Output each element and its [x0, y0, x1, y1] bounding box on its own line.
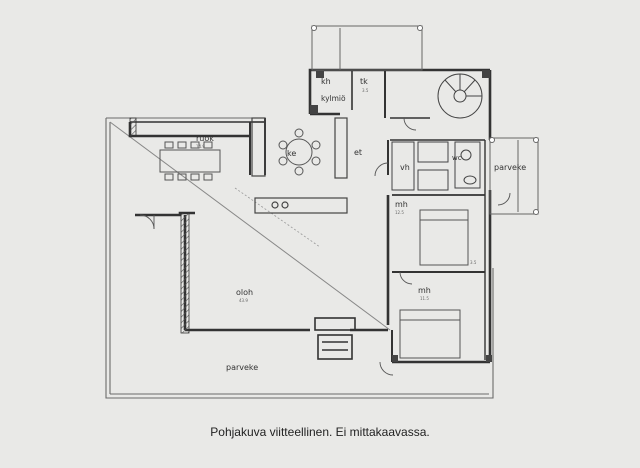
- room-area-mh-lower: 11.5: [420, 296, 429, 301]
- room-label-mh-upper: mh: [395, 200, 408, 209]
- room-label-mh-lower: mh: [418, 286, 431, 295]
- room-label-vh: vh: [400, 163, 410, 172]
- plan-caption: Pohjakuva viitteellinen. Ei mittakaavass…: [210, 425, 430, 439]
- kitchen-counters: [251, 117, 348, 214]
- room-area-mh-upper-right: 3.5: [470, 260, 477, 265]
- room-label-parveke-bottom: parveke: [226, 363, 258, 372]
- room-label-kh: kh: [321, 77, 331, 86]
- room-label-parveke-right: parveke: [494, 163, 526, 172]
- room-label-et: et: [354, 148, 362, 157]
- room-label-kylmio: kylmiö: [321, 94, 346, 103]
- room-area-mh-upper: 12.5: [395, 210, 404, 215]
- room-label-ruok: ruok: [196, 134, 214, 143]
- round-table: [278, 128, 321, 176]
- room-area-ruok: 14.9: [196, 144, 205, 149]
- upper-balcony: [311, 25, 423, 71]
- door-swings: [139, 117, 511, 376]
- bath-fixtures: [391, 141, 481, 191]
- room-label-ke: ke: [287, 149, 296, 158]
- column-hatch: [180, 212, 190, 334]
- room-label-oloh: oloh: [236, 288, 253, 297]
- room-label-wc: wc: [452, 154, 462, 162]
- spiral-stair: [437, 73, 483, 119]
- room-area-oloh: 43.9: [239, 298, 248, 303]
- floor-plan: kh kylmiö tk 3.5 ruok 14.9 ke et vh wc p…: [105, 25, 539, 399]
- fireplace: [314, 317, 356, 360]
- terrace-outline: [105, 117, 494, 399]
- room-label-tk: tk: [360, 77, 368, 86]
- room-area-tk: 3.5: [362, 88, 369, 93]
- diagonal-line: [109, 121, 391, 331]
- right-balcony: [489, 137, 539, 215]
- beds: [399, 209, 469, 359]
- dining-table: [159, 141, 221, 181]
